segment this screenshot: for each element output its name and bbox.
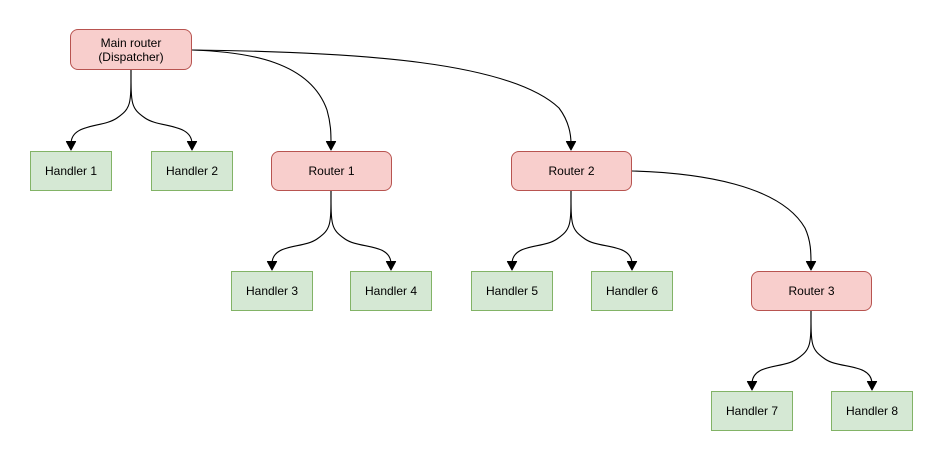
arrow-router-2-icon: [565, 141, 577, 151]
edge-router-2-to-handler-6: [570, 190, 633, 265]
arrow-handler-5-icon: [506, 261, 518, 271]
node-handler-1[interactable]: Handler 1: [30, 151, 112, 191]
edge-main-to-handler-2: [130, 69, 193, 145]
arrow-handler-3-icon: [266, 261, 278, 271]
node-router-2[interactable]: Router 2: [511, 151, 632, 191]
edge-main-to-router-1: [191, 49, 332, 145]
arrow-handler-8-icon: [866, 381, 878, 391]
edge-main-to-handler-1: [70, 69, 132, 145]
node-handler-4[interactable]: Handler 4: [350, 271, 432, 311]
edge-router-3-to-handler-8: [810, 310, 873, 385]
edge-main-to-router-2: [191, 49, 572, 145]
node-handler-8[interactable]: Handler 8: [831, 391, 913, 431]
edge-paths-group: [70, 49, 873, 385]
edge-router-3-to-handler-7: [751, 310, 812, 385]
node-handler-5[interactable]: Handler 5: [471, 271, 553, 311]
node-handler-2[interactable]: Handler 2: [151, 151, 233, 191]
arrow-handler-1-icon: [65, 141, 77, 151]
node-router-3[interactable]: Router 3: [751, 271, 872, 311]
node-router-1[interactable]: Router 1: [271, 151, 392, 191]
node-handler-7[interactable]: Handler 7: [711, 391, 793, 431]
arrow-handler-4-icon: [385, 261, 397, 271]
arrow-router-3-icon: [805, 261, 817, 271]
edge-router-1-to-handler-4: [330, 190, 392, 265]
node-handler-3[interactable]: Handler 3: [231, 271, 313, 311]
arrow-handler-2-icon: [186, 141, 198, 151]
edge-router-2-to-router-3: [631, 170, 812, 265]
node-main-router[interactable]: Main router (Dispatcher): [70, 29, 192, 70]
edge-router-2-to-handler-5: [511, 190, 572, 265]
arrow-router-1-icon: [325, 141, 337, 151]
arrow-handler-6-icon: [626, 261, 638, 271]
node-handler-6[interactable]: Handler 6: [591, 271, 673, 311]
arrow-handler-7-icon: [746, 381, 758, 391]
edge-router-1-to-handler-3: [271, 190, 332, 265]
